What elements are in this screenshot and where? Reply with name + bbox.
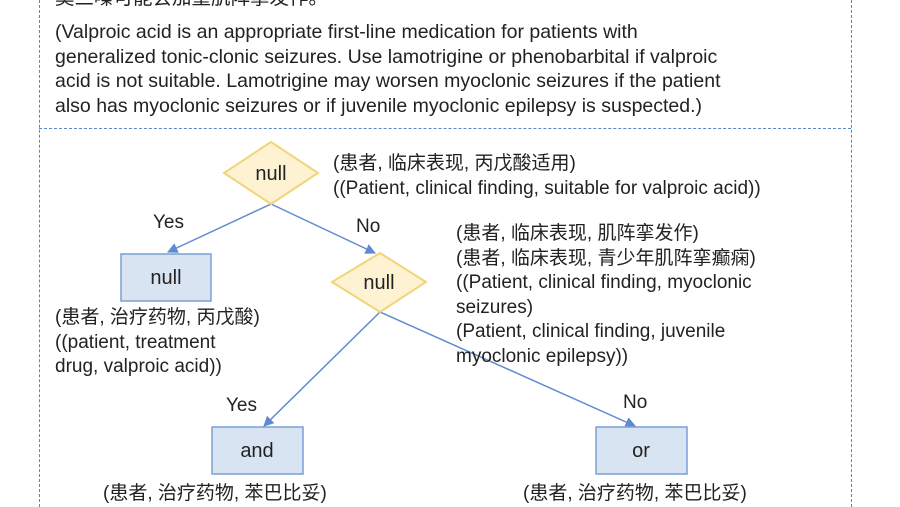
edge-d2-no	[379, 311, 636, 427]
leaf-valproic-box	[120, 253, 212, 302]
edge-label-d2-no: No	[623, 392, 648, 413]
edge-d1-yes	[167, 203, 272, 253]
condition-en: ((Patient, clinical finding, suitable fo…	[333, 177, 761, 199]
decision2-diamond	[330, 251, 428, 314]
decision1-diamond	[222, 140, 320, 206]
leaf-valproic-label: (患者, 治疗药物, 丙戊酸) ((patient, treatment dru…	[55, 306, 260, 380]
intro-line: acid is not suitable. Lamotrigine may wo…	[55, 70, 721, 92]
decision2-text: null	[363, 272, 394, 294]
leaf-and-label: (患者, 治疗药物, 苯巴比妥)	[103, 483, 327, 504]
leaf-label-en: ((patient, treatment	[55, 331, 216, 353]
leaf-valproic-text: null	[150, 267, 181, 289]
condition-en: seizures)	[456, 296, 534, 318]
edge-d1-no	[270, 203, 376, 254]
edge-label-d2-yes: Yes	[226, 395, 257, 416]
edge-label-d1-yes: Yes	[153, 212, 184, 233]
leaf-or-label: (患者, 治疗药物, 苯巴比妥)	[523, 483, 747, 504]
condition-en: myoclonic epilepsy))	[456, 345, 629, 367]
intro-line: generalized tonic-clonic seizures. Use l…	[55, 45, 718, 68]
condition-cn: (患者, 临床表现, 肌阵挛发作)	[456, 223, 699, 244]
leaf-label-en: drug, valproic acid))	[55, 356, 222, 377]
intro-line: (Valproic acid is an appropriate first-l…	[55, 21, 638, 43]
section-separator	[39, 128, 851, 129]
edge-d2-yes	[263, 311, 381, 427]
frame-left-border	[39, 0, 40, 507]
intro-english-text: (Valproic acid is an appropriate first-l…	[55, 20, 845, 118]
leaf-and-text: and	[240, 440, 273, 462]
leaf-and-box	[211, 426, 304, 475]
condition-en: ((Patient, clinical finding, myoclonic	[456, 272, 752, 293]
edge-label-d1-no: No	[356, 216, 381, 237]
leaf-or-box	[595, 426, 688, 475]
intro-line: also has myoclonic seizures or if juveni…	[55, 94, 703, 117]
decision1-text: null	[255, 163, 286, 185]
condition-cn: (患者, 临床表现, 丙戊酸适用)	[333, 153, 576, 174]
decision2-condition: (患者, 临床表现, 肌阵挛发作) (患者, 临床表现, 青少年肌阵挛癫痫) (…	[456, 222, 756, 369]
condition-cn: (患者, 临床表现, 青少年肌阵挛癫痫)	[456, 247, 756, 269]
condition-en: (Patient, clinical finding, juvenile	[456, 321, 726, 342]
decision1-condition: (患者, 临床表现, 丙戊酸适用) ((Patient, clinical fi…	[333, 152, 761, 201]
intro-chinese-text: 莫三嗪可能会加重肌阵挛发作。	[55, 0, 845, 11]
frame-right-border	[851, 0, 852, 507]
leaf-or-text: or	[632, 440, 650, 462]
leaf-label-cn: (患者, 治疗药物, 丙戊酸)	[55, 307, 260, 328]
